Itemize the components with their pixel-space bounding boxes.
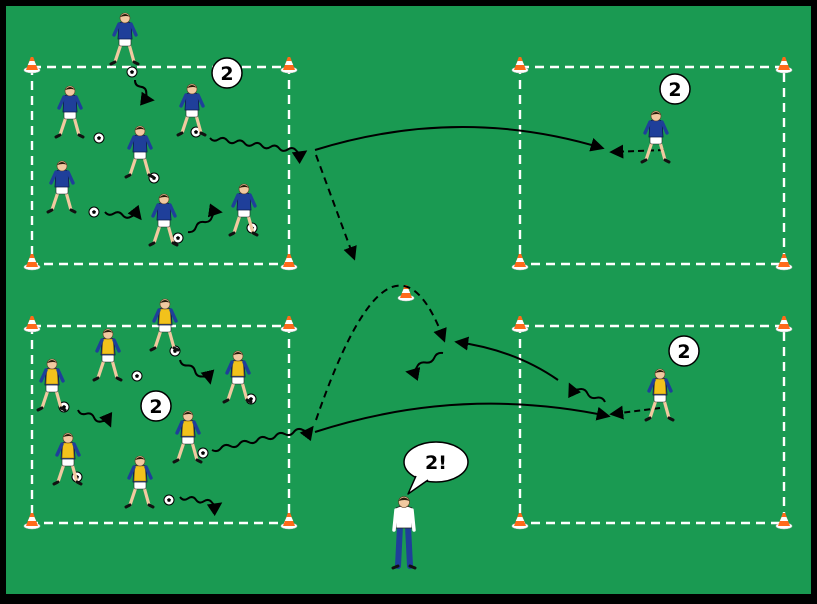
movement-arrows bbox=[77, 79, 665, 517]
grid-top-left bbox=[30, 65, 291, 266]
dribble-arrow bbox=[209, 136, 308, 165]
run-arrow bbox=[315, 154, 357, 261]
soccer-ball-icon bbox=[172, 232, 184, 244]
pass-arrow bbox=[314, 126, 605, 152]
run-arrow bbox=[315, 284, 447, 421]
grid-count-label: 2 bbox=[677, 341, 690, 363]
grid-bottom-right bbox=[518, 324, 786, 525]
soccer-ball-icon bbox=[131, 370, 143, 382]
dribble-arrow bbox=[134, 79, 155, 106]
soccer-ball-icon bbox=[88, 206, 100, 218]
dribble-arrow bbox=[77, 409, 113, 428]
pass-arrow bbox=[454, 336, 559, 381]
grid-top-right bbox=[518, 65, 786, 266]
grid-label-top-right: 2 bbox=[659, 73, 691, 105]
dribble-arrow bbox=[568, 382, 606, 403]
grid-count-label: 2 bbox=[220, 63, 233, 85]
coach-call-text: 2! bbox=[425, 452, 447, 474]
run-arrow bbox=[609, 405, 661, 420]
dribble-arrow bbox=[187, 203, 223, 234]
soccer-ball-icon bbox=[197, 447, 209, 459]
grid-label-bottom-right: 2 bbox=[668, 335, 700, 367]
coach-speech-bubble: 2! bbox=[403, 441, 469, 495]
soccer-ball-icon bbox=[93, 132, 105, 144]
dribble-arrow bbox=[179, 496, 223, 517]
grid-label-top-left: 2 bbox=[211, 57, 243, 89]
pass-arrow bbox=[314, 402, 611, 433]
grid-count-label: 2 bbox=[149, 396, 162, 418]
coach-figure-icon bbox=[391, 496, 417, 570]
run-arrow bbox=[609, 144, 665, 159]
soccer-ball-icon bbox=[126, 66, 138, 78]
grid-count-label: 2 bbox=[668, 79, 681, 101]
dribble-arrow bbox=[211, 425, 314, 453]
dribble-arrow bbox=[179, 359, 215, 385]
grid-label-bottom-left: 2 bbox=[140, 390, 172, 422]
dribble-arrow bbox=[104, 204, 142, 221]
soccer-ball-icon bbox=[163, 494, 175, 506]
dribble-arrow bbox=[405, 351, 444, 381]
